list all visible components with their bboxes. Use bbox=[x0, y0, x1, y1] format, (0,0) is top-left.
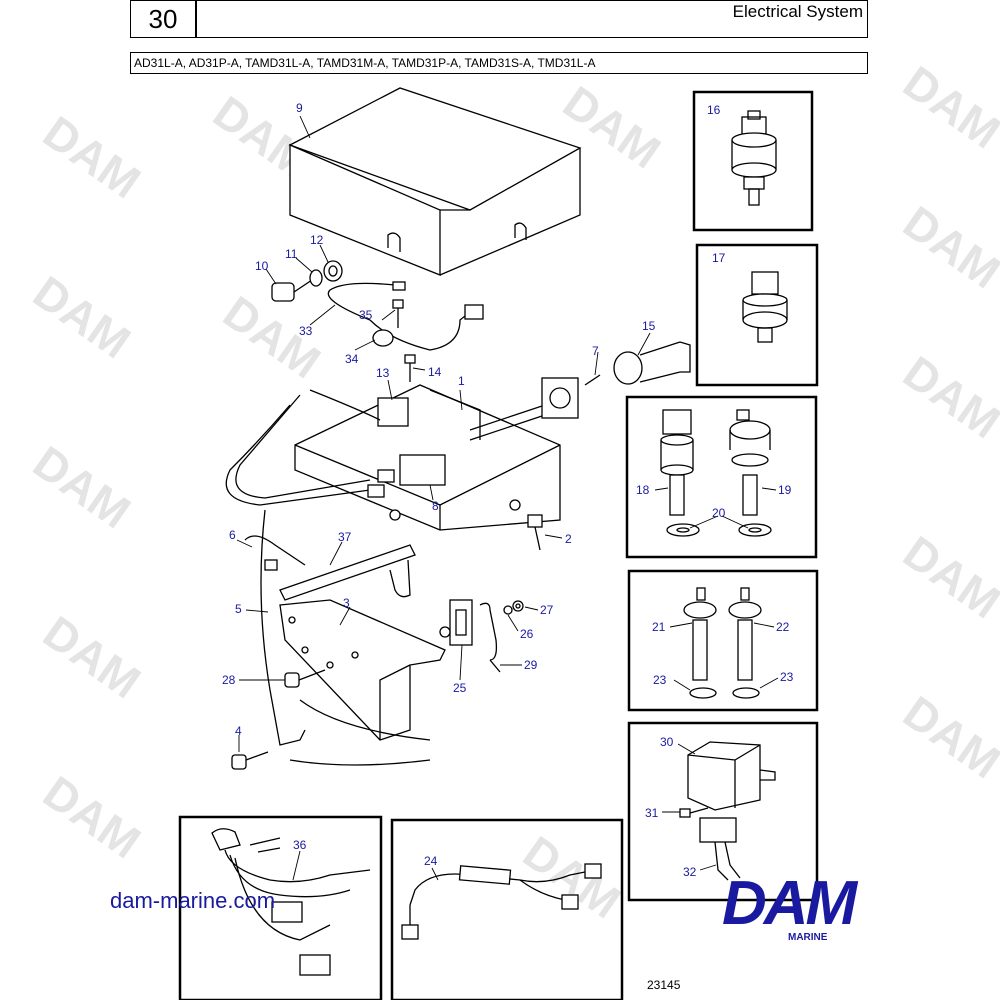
watermark: DAM bbox=[894, 196, 1000, 299]
dam-marine-logo: DAM MARINE bbox=[722, 869, 902, 952]
callout: 22 bbox=[776, 620, 790, 634]
main-bracket bbox=[225, 384, 576, 531]
temperature-sensor-18 bbox=[660, 409, 700, 537]
cable-harness-33 bbox=[327, 281, 484, 351]
callout: 19 bbox=[778, 483, 792, 497]
callout: 33 bbox=[299, 324, 313, 338]
temperature-sender-21 bbox=[683, 587, 717, 699]
callout: 25 bbox=[453, 681, 467, 695]
callout: 11 bbox=[285, 247, 298, 261]
watermark: DAM bbox=[514, 826, 630, 929]
harness-36 bbox=[211, 828, 371, 976]
callout: 27 bbox=[540, 603, 554, 617]
callout: 4 bbox=[235, 724, 242, 738]
callout: 9 bbox=[296, 101, 303, 115]
leader-lines bbox=[236, 115, 779, 881]
callout: 8 bbox=[432, 499, 439, 513]
temperature-sender-22 bbox=[728, 587, 762, 699]
callout: 29 bbox=[524, 658, 538, 672]
watermark: DAM bbox=[24, 266, 140, 369]
cable-tie bbox=[244, 535, 306, 571]
callout: 20 bbox=[712, 506, 726, 520]
callout: 34 bbox=[345, 352, 359, 366]
callout: 10 bbox=[255, 259, 269, 273]
callout: 36 bbox=[293, 838, 307, 852]
callout: 2 bbox=[565, 532, 572, 546]
watermark: DAM bbox=[24, 436, 140, 539]
callout: 16 bbox=[707, 103, 721, 117]
callout: 23 bbox=[780, 670, 794, 684]
temperature-sensor-19 bbox=[729, 409, 772, 537]
section-number: 30 bbox=[148, 4, 178, 34]
header-number-box bbox=[130, 0, 196, 38]
inset-36 bbox=[178, 815, 383, 1000]
screw-2 bbox=[527, 514, 543, 551]
switch-25 bbox=[439, 599, 524, 673]
callout: 3 bbox=[343, 596, 350, 610]
bracket-37 bbox=[279, 544, 416, 601]
model-list: AD31L-A, AD31P-A, TAMD31L-A, TAMD31M-A, … bbox=[130, 52, 868, 74]
watermark: DAM bbox=[894, 526, 1000, 629]
callout: 15 bbox=[642, 319, 656, 333]
screw-14 bbox=[404, 354, 416, 382]
logo-subtext: MARINE bbox=[788, 932, 828, 943]
pressure-sensor-16 bbox=[731, 110, 777, 206]
watermark: DAM bbox=[894, 686, 1000, 789]
callout: 35 bbox=[359, 308, 373, 322]
logo-wordmark: DAM bbox=[722, 869, 857, 938]
mounting-bracket-3 bbox=[279, 599, 446, 766]
callout-labels: 1 2 3 4 5 6 7 8 9 10 11 12 13 14 15 16 1… bbox=[222, 101, 794, 879]
callout: 17 bbox=[712, 251, 726, 265]
callout: 28 bbox=[222, 673, 236, 687]
callout: 32 bbox=[683, 865, 697, 879]
watermark: DAM bbox=[214, 286, 330, 389]
callout: 14 bbox=[428, 365, 442, 379]
callout: 5 bbox=[235, 602, 242, 616]
relay-unit-30 bbox=[679, 741, 776, 881]
inset-17 bbox=[695, 243, 819, 387]
callout: 37 bbox=[338, 530, 352, 544]
watermark: DAM bbox=[34, 606, 150, 709]
callout: 13 bbox=[376, 366, 390, 380]
inset-30-32 bbox=[627, 721, 819, 902]
callout: 24 bbox=[424, 854, 438, 868]
drawing-number: 23145 bbox=[647, 978, 681, 992]
watermark: DAM bbox=[894, 346, 1000, 449]
callout: 6 bbox=[229, 528, 236, 542]
callout: 26 bbox=[520, 627, 534, 641]
inset-16 bbox=[692, 90, 814, 232]
callout: 31 bbox=[645, 806, 659, 820]
callout: 7 bbox=[592, 344, 599, 358]
watermark: DAM bbox=[34, 106, 150, 209]
inset-24 bbox=[390, 818, 624, 1000]
callout: 21 bbox=[652, 620, 666, 634]
callout: 1 bbox=[458, 374, 465, 388]
callout: 23 bbox=[653, 673, 667, 687]
inset-18-19 bbox=[625, 395, 818, 559]
callout: 12 bbox=[310, 233, 324, 247]
connector-plug bbox=[541, 341, 691, 419]
inset-21-22 bbox=[627, 569, 819, 712]
control-unit-cover bbox=[288, 87, 582, 276]
callout: 30 bbox=[660, 735, 674, 749]
wire-loop-5 bbox=[231, 509, 326, 770]
screw-and-washers bbox=[271, 260, 343, 302]
pressure-sensor-17 bbox=[742, 271, 788, 343]
watermark: DAM bbox=[34, 766, 150, 869]
watermark: DAM bbox=[894, 56, 1000, 159]
website-link[interactable]: dam-marine.com bbox=[110, 888, 276, 913]
sensor-cable-24 bbox=[401, 863, 602, 940]
watermark: DAM bbox=[554, 76, 670, 179]
page-title: Electrical System bbox=[196, 0, 868, 38]
callout: 18 bbox=[636, 483, 650, 497]
